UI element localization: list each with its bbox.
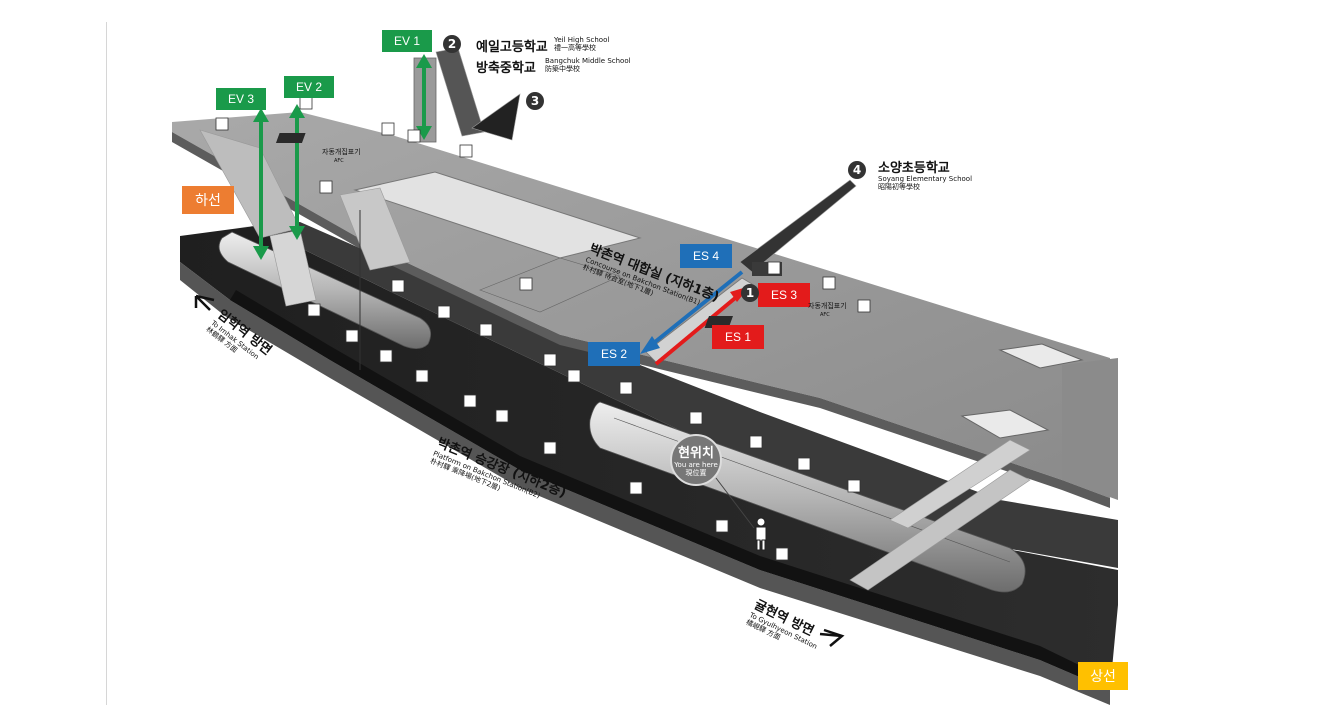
- ev1-label: EV 1: [382, 30, 432, 52]
- exit-2-school2-hj: 防築中學校: [545, 65, 580, 73]
- phone-icon: [619, 381, 633, 395]
- fire-extinguisher-icon: [495, 409, 509, 423]
- afc-label-ko-right: 자동개집표기: [808, 302, 847, 310]
- direction-arrows: [194, 294, 845, 647]
- fire-extinguisher-icon: [775, 547, 789, 561]
- exit-1-number: 1: [741, 284, 759, 302]
- facility-icons: [215, 96, 871, 561]
- ticket-machine-icon: [407, 129, 421, 143]
- you-are-here-text: 현위치 You are here 現位置: [671, 442, 721, 477]
- ev3-label: EV 3: [216, 88, 266, 110]
- you-are-here-en: You are here: [674, 461, 718, 469]
- exit-2-school2-en: Bangchuk Middle School: [545, 57, 631, 65]
- es1-label: ES 1: [712, 325, 764, 349]
- phone-icon: [345, 329, 359, 343]
- up-line-label: 상선: [1078, 662, 1128, 690]
- left-divider: [106, 22, 107, 705]
- down-line-label: 하선: [182, 186, 234, 214]
- exit-2-number: 2: [443, 35, 461, 53]
- fire-extinguisher-icon: [629, 481, 643, 495]
- restroom-icon: [519, 277, 533, 291]
- exit-2-school1-ko: 예일고등학교: [476, 40, 548, 55]
- exit-4-school-ko: 소양초등학교: [878, 161, 950, 176]
- accessible-icon: [299, 96, 313, 110]
- info-icon: [749, 435, 763, 449]
- phone-icon: [543, 353, 557, 367]
- ev2-label: EV 2: [284, 76, 334, 98]
- exit-4-school-hj: 昭陽初等學校: [878, 183, 920, 191]
- ticket-machine-icon: [767, 261, 781, 275]
- afc-label-ko-left: 자동개집표기: [322, 148, 361, 156]
- exit-2-school2-ko: 방축중학교: [476, 61, 536, 76]
- you-are-here-hj: 現位置: [685, 469, 707, 477]
- elevator-arrows: [253, 54, 432, 260]
- ticket-machine-icon: [381, 122, 395, 136]
- phone-icon: [437, 305, 451, 319]
- info-icon: [415, 369, 429, 383]
- phone-icon: [715, 519, 729, 533]
- phone-icon: [822, 276, 836, 290]
- fire-extinguisher-icon: [391, 279, 405, 293]
- afc-label-en-right: AFC: [820, 312, 830, 318]
- person-icon: [755, 517, 767, 551]
- concourse-level: [172, 112, 1118, 508]
- accessible-icon: [459, 144, 473, 158]
- you-are-here-ko: 현위치: [678, 446, 714, 461]
- you-are-here-pointer: [715, 477, 755, 529]
- phone-icon: [797, 457, 811, 471]
- es4-label: ES 4: [680, 244, 732, 268]
- es2-label: ES 2: [588, 342, 640, 366]
- phone-icon: [319, 180, 333, 194]
- accessible-icon: [215, 117, 229, 131]
- fire-extinguisher-icon: [479, 323, 493, 337]
- exit-4-school-en: Soyang Elementary School: [878, 175, 973, 183]
- phone-icon: [543, 441, 557, 455]
- es3-label: ES 3: [758, 283, 810, 307]
- exit-4-number: 4: [848, 161, 866, 179]
- fire-extinguisher-icon: [689, 411, 703, 425]
- fire-extinguisher-icon: [307, 303, 321, 317]
- you-are-here-marker: [670, 434, 722, 486]
- exit-2-school1-hj: 禮一高等學校: [554, 44, 596, 52]
- info-icon: [857, 299, 871, 313]
- fire-extinguisher-icon: [379, 349, 393, 363]
- exit-2-school1-en: Yeil High School: [554, 36, 610, 44]
- fire-extinguisher-icon: [847, 479, 861, 493]
- afc-label-en-left: AFC: [334, 158, 344, 164]
- phone-icon: [463, 394, 477, 408]
- exit-3-number: 3: [526, 92, 544, 110]
- fire-extinguisher-icon: [567, 369, 581, 383]
